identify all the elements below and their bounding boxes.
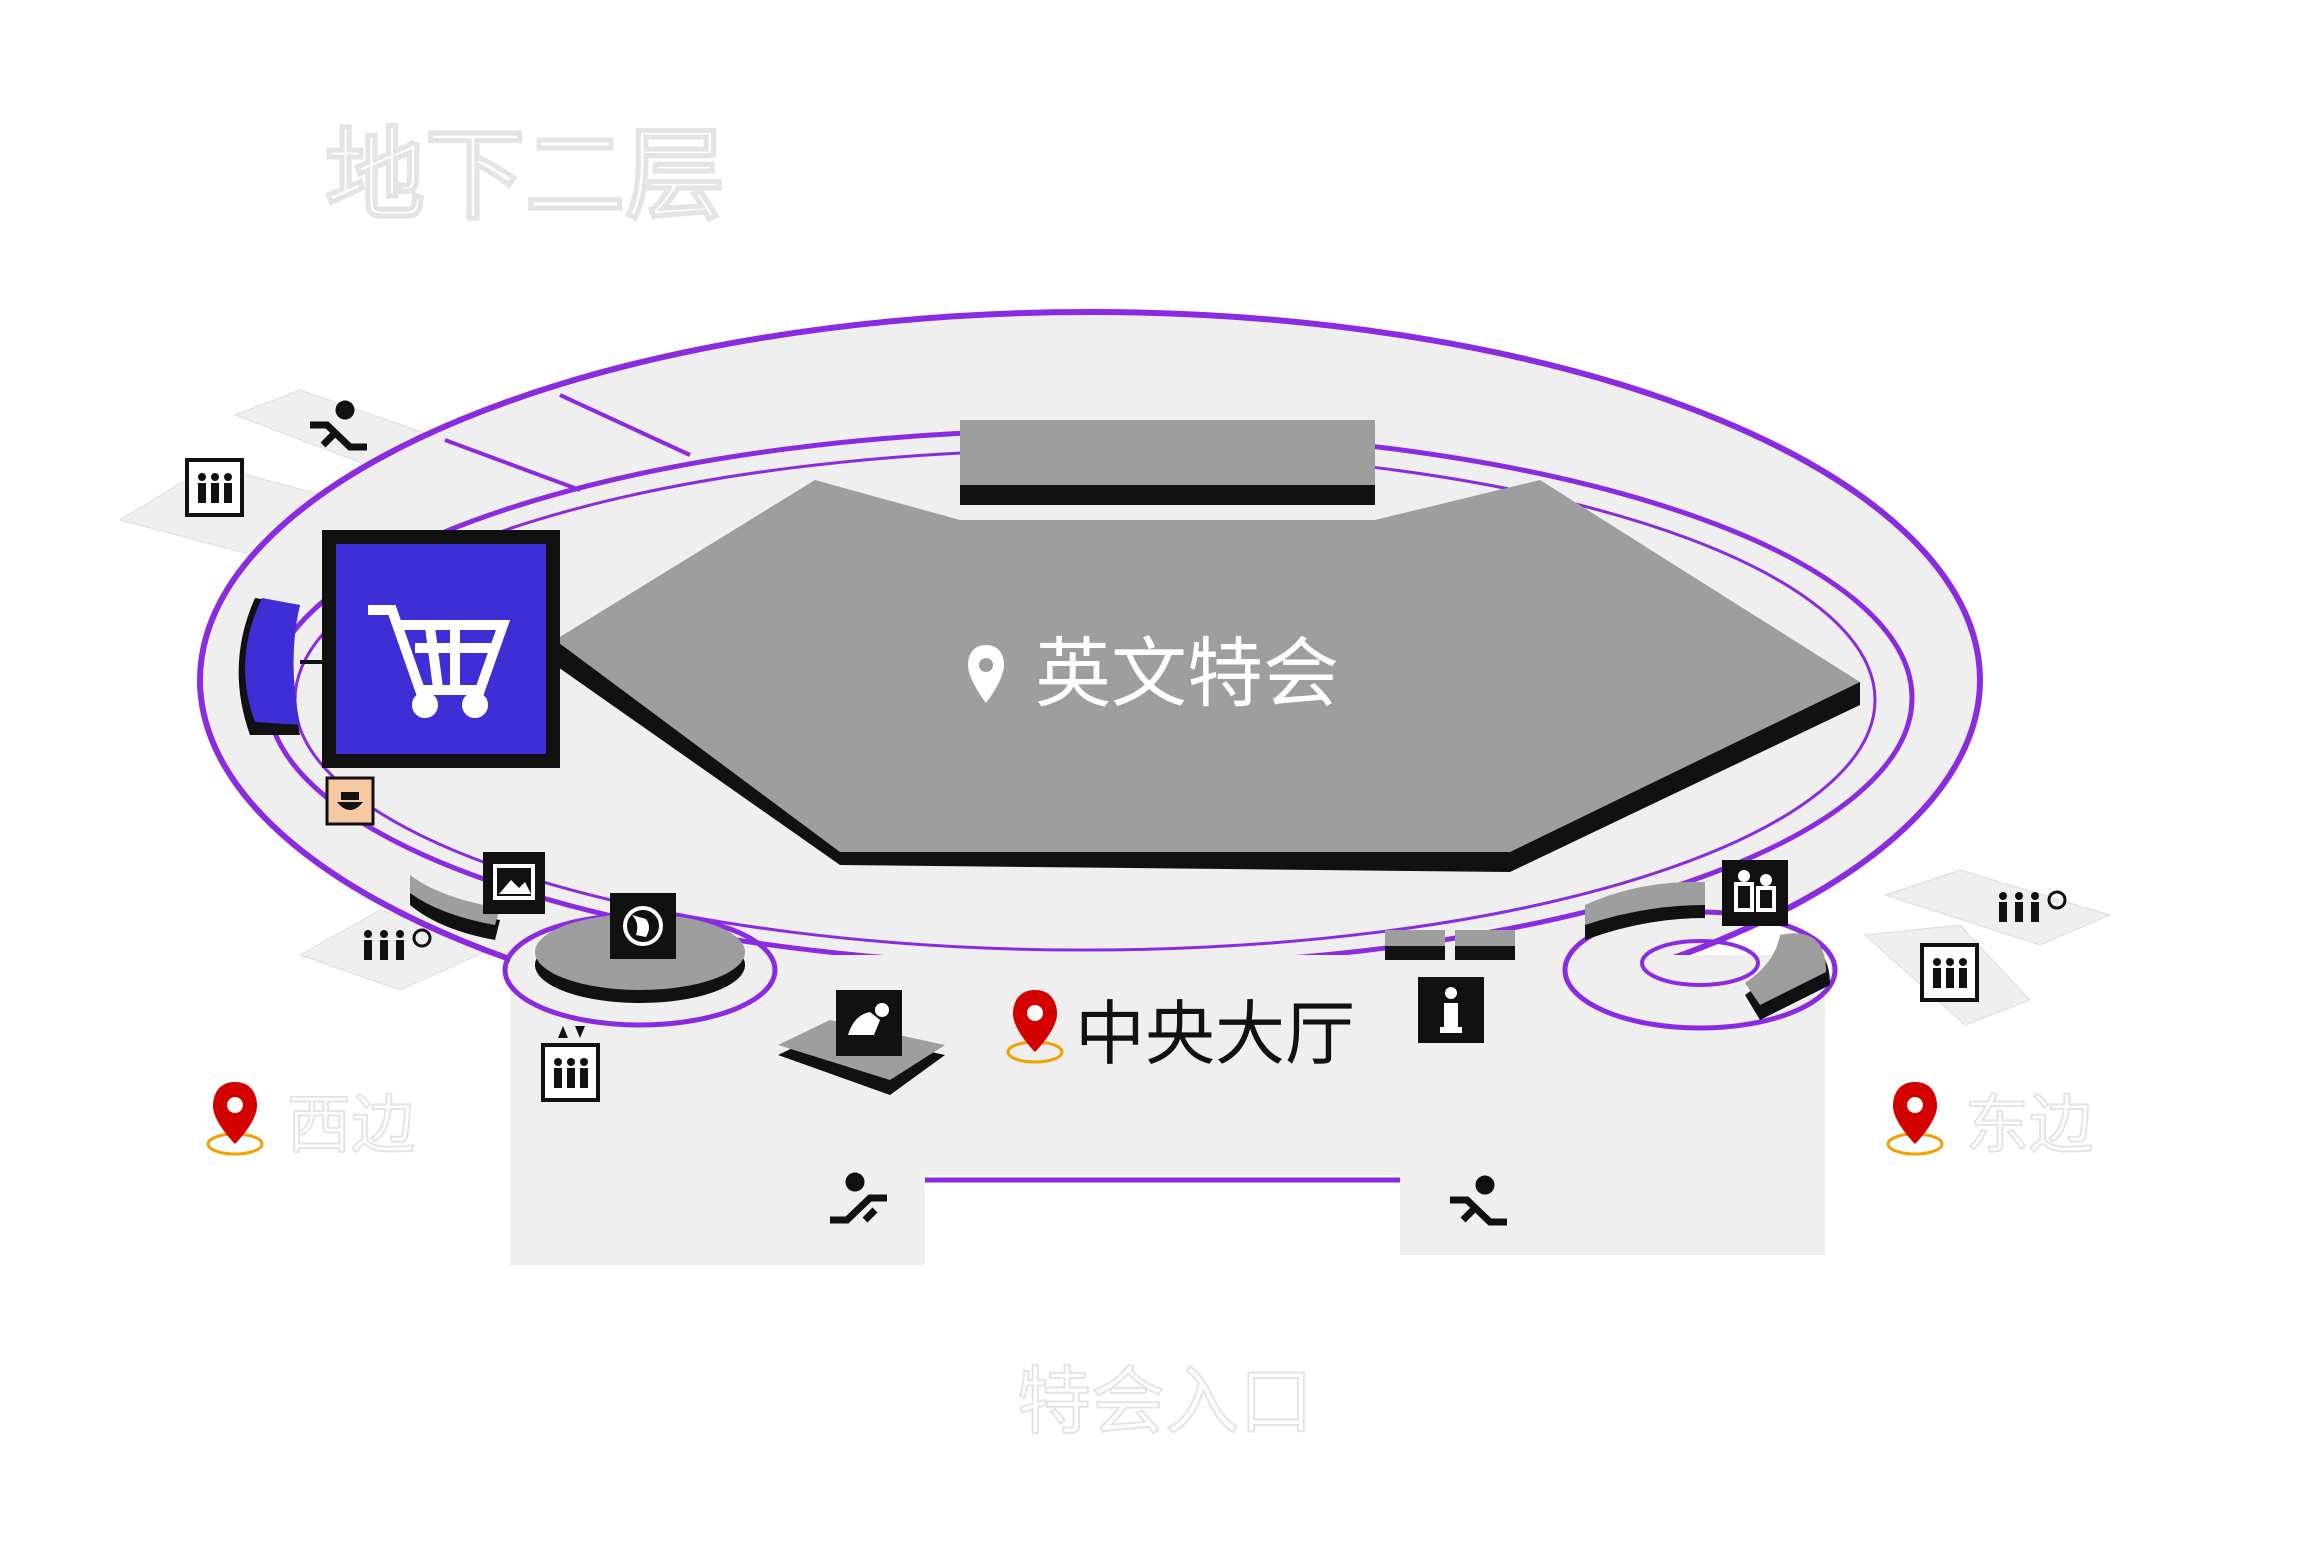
west-bench-top <box>410 875 500 925</box>
first-aid-icon[interactable] <box>836 990 902 1056</box>
location-pin-icon <box>1006 990 1064 1064</box>
east-bench-right-top <box>1745 933 1826 1005</box>
location-pin-icon <box>968 645 1004 703</box>
photo-icon[interactable] <box>483 852 545 914</box>
location-pin-icon <box>1886 1082 1944 1156</box>
main-hall-floor <box>555 480 1860 852</box>
restroom-accessible-icon[interactable] <box>364 928 432 960</box>
info-icon[interactable] <box>1418 977 1484 1043</box>
shopping-cart-icon[interactable] <box>368 605 511 718</box>
elevator-icon[interactable] <box>541 1043 600 1102</box>
food-icon[interactable] <box>325 776 375 826</box>
globe-icon[interactable] <box>610 893 676 959</box>
info-desk-top <box>1385 930 1445 946</box>
elevator-icon[interactable] <box>185 458 244 517</box>
floor-title: 地下二层 <box>325 117 725 234</box>
lobby-label: 中央大厅 <box>1075 993 1355 1075</box>
stage-top <box>960 420 1375 485</box>
east-label: 东边 <box>1965 1089 2093 1163</box>
east-wing-upper <box>1883 869 2112 946</box>
escalator-icon[interactable] <box>310 400 367 451</box>
concourse-divider <box>559 393 691 457</box>
family-icon[interactable] <box>1722 860 1788 926</box>
east-rotunda-inner-ring <box>1640 939 1760 987</box>
concourse-divider <box>444 438 581 492</box>
info-desk-top <box>1455 930 1515 946</box>
location-pin-icon <box>206 1082 264 1156</box>
restroom-accessible-icon[interactable] <box>1999 890 2067 922</box>
entrance-label: 特会入口 <box>1017 1359 1313 1445</box>
elevator-icon[interactable] <box>1920 943 1979 1002</box>
escalator-icon[interactable] <box>830 1172 887 1224</box>
west-label: 西边 <box>287 1089 415 1163</box>
east-bench-left-top <box>1585 881 1705 925</box>
hall-label: 英文特会 <box>1035 629 1339 718</box>
west-curved-wall-face <box>245 598 300 725</box>
elevator-arrows-icon <box>558 1026 585 1038</box>
escalator-icon[interactable] <box>1450 1175 1507 1226</box>
